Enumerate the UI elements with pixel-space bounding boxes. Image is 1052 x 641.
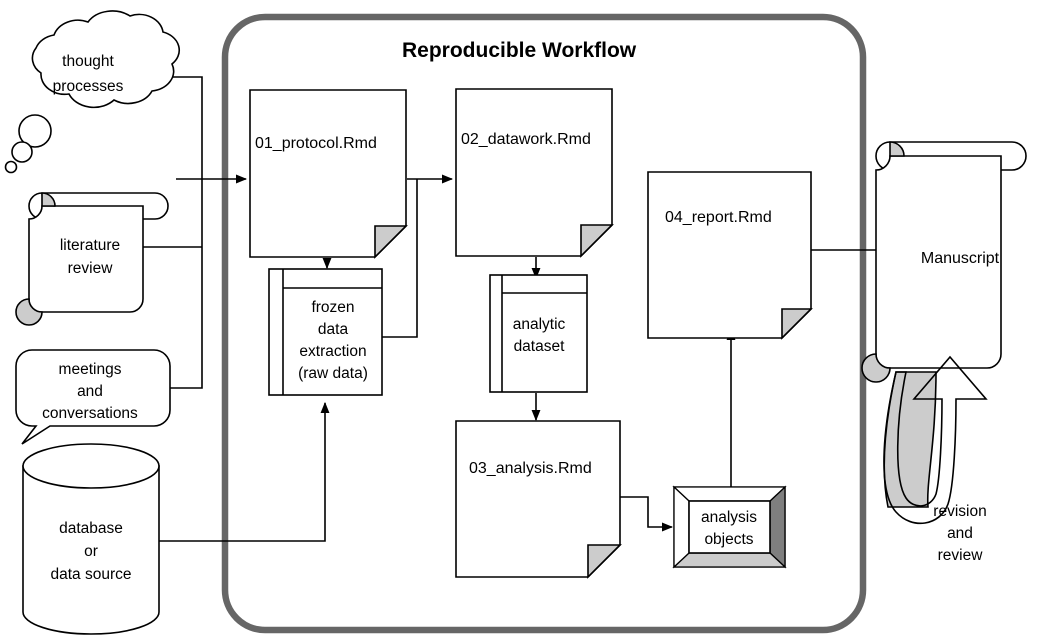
input-thought-processes: thought processes [4, 10, 181, 174]
document-03-analysis-label: 03_analysis.Rmd [469, 460, 592, 477]
meetings-label-line-3: conversations [42, 405, 138, 422]
document-03-analysis-fold-icon [587, 544, 622, 579]
database-label-line-2: or [84, 543, 98, 560]
analysis-objects-bevel-left [673, 485, 690, 569]
connector-database-to-frozen-data [158, 401, 330, 542]
document-04-report-fold-icon [781, 308, 813, 340]
datastore-frozen-data-extraction: frozen data extraction (raw data) [268, 268, 383, 396]
document-01-protocol-label: 01_protocol.Rmd [255, 135, 377, 152]
literature-review-label-line-1: literature [60, 237, 120, 254]
document-04-report-label: 04_report.Rmd [665, 209, 772, 226]
speech-callout-shape [15, 349, 171, 445]
connections-layer [143, 76, 888, 542]
analysis-objects-label-line-1: analysis [701, 509, 757, 526]
document-01-protocol-fold-icon [374, 225, 408, 259]
analysis-objects-bevel-top [672, 486, 787, 502]
thought-bubble-medium [11, 141, 33, 163]
thought-processes-label-line-2: processes [53, 78, 124, 95]
connector-thought-to-protocol [173, 76, 203, 179]
manuscript-scroll-top-knob-fill [889, 141, 905, 157]
datastore-analytic-dataset: analytic dataset [489, 274, 588, 393]
revision-label-line-2: and [947, 525, 973, 542]
revision-label-line-1: revision [933, 503, 986, 520]
analysis-objects-face [688, 500, 771, 554]
connector-meetings-to-protocol [162, 179, 203, 389]
literature-scroll-bottom-knob [15, 298, 43, 326]
connector-frozen-data-to-datawork [382, 179, 418, 338]
output-manuscript: Manuscript [861, 141, 1027, 383]
manuscript-scroll-top-roll [875, 141, 1027, 171]
database-cylinder-top [22, 443, 160, 489]
thought-bubble-small [4, 160, 18, 174]
literature-scroll-body [28, 205, 144, 313]
frozen-data-label-line-3: extraction [299, 343, 366, 360]
analytic-dataset-label-line-2: dataset [514, 338, 566, 355]
manuscript-scroll-bottom-knob [861, 353, 891, 383]
reproducible-workflow-boundary [221, 13, 867, 634]
frozen-data-label-line-2: data [318, 321, 349, 338]
analysis-objects-label-line-2: objects [704, 531, 753, 548]
meetings-label-line-1: meetings [59, 361, 122, 378]
document-02-datawork-label: 02_datawork.Rmd [461, 131, 591, 148]
database-cylinder-body [22, 465, 160, 635]
revision-label-line-3: review [938, 547, 984, 564]
input-meetings-and-conversations: meetings and conversations [15, 349, 171, 445]
database-label-line-1: database [59, 520, 123, 537]
meetings-label-line-2: and [77, 383, 103, 400]
revision-loop-arrow-outline [883, 355, 988, 525]
thought-cloud-shape [31, 10, 181, 109]
connector-analysis-to-analysis-objects [620, 496, 674, 532]
revision-and-review-loop: revision and review [883, 355, 988, 564]
input-database-or-data-source: database or data source [22, 443, 160, 635]
thought-bubble-large [18, 114, 52, 148]
database-label-line-3: data source [51, 566, 132, 583]
manuscript-label: Manuscript [921, 250, 1000, 267]
manuscript-scroll-body [875, 155, 1002, 369]
document-04-report: 04_report.Rmd [647, 171, 813, 340]
literature-review-label-line-2: review [68, 260, 114, 277]
document-02-datawork: 02_datawork.Rmd [455, 88, 614, 258]
document-03-analysis: 03_analysis.Rmd [455, 420, 622, 579]
analytic-dataset-label-line-1: analytic [513, 316, 566, 333]
frozen-data-label-line-1: frozen [311, 299, 354, 316]
analysis-objects-bevel-bottom [672, 552, 787, 568]
input-literature-review: literature review [15, 192, 169, 326]
thought-processes-label-line-1: thought [62, 53, 114, 70]
document-01-protocol: 01_protocol.Rmd [249, 89, 408, 259]
page-title: Reproducible Workflow [402, 39, 637, 62]
frozen-data-label-line-4: (raw data) [298, 365, 368, 382]
literature-scroll-top-knob-fill [41, 192, 56, 207]
datastore-frozen-data-shape [268, 268, 383, 396]
literature-scroll-top-roll [28, 192, 169, 220]
document-02-datawork-fold-icon [580, 224, 614, 258]
datastore-analytic-dataset-shape [489, 274, 588, 393]
object-analysis-objects: analysis objects [672, 485, 787, 569]
